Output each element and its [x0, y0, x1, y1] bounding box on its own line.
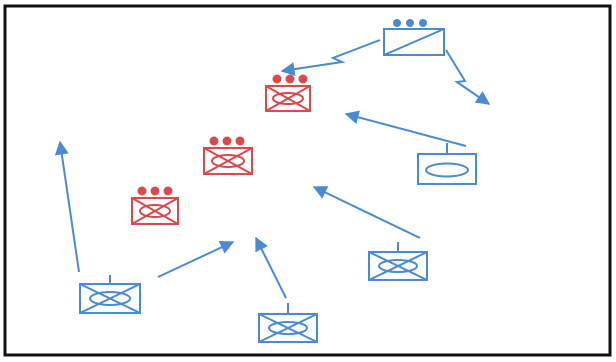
echelon-dots [209, 136, 245, 146]
friendly-unit-left [79, 275, 141, 314]
friendly-armor-unit [417, 143, 477, 185]
friendly-unit-right [368, 242, 428, 281]
left-unit-north-arrow [54, 140, 80, 273]
hq-order-arrow-to-enemy [280, 39, 381, 77]
right-unit-advance-arrow [312, 186, 421, 239]
hq-order-arrow-right [445, 49, 491, 105]
left-unit-advance-arrow [157, 240, 235, 278]
enemy-unit-left [131, 186, 179, 225]
echelon-dots [137, 186, 173, 196]
echelon-dots [393, 19, 427, 27]
enemy-unit-middle [203, 136, 253, 175]
enemy-unit-top [265, 74, 311, 112]
friendly-unit-bottom [258, 303, 318, 343]
friendly-hq-unit [383, 19, 445, 56]
echelon-dots [272, 74, 308, 84]
diagram-frame [3, 4, 612, 357]
armor-advance-arrow [344, 110, 467, 147]
bottom-unit-advance-arrow [255, 236, 287, 299]
